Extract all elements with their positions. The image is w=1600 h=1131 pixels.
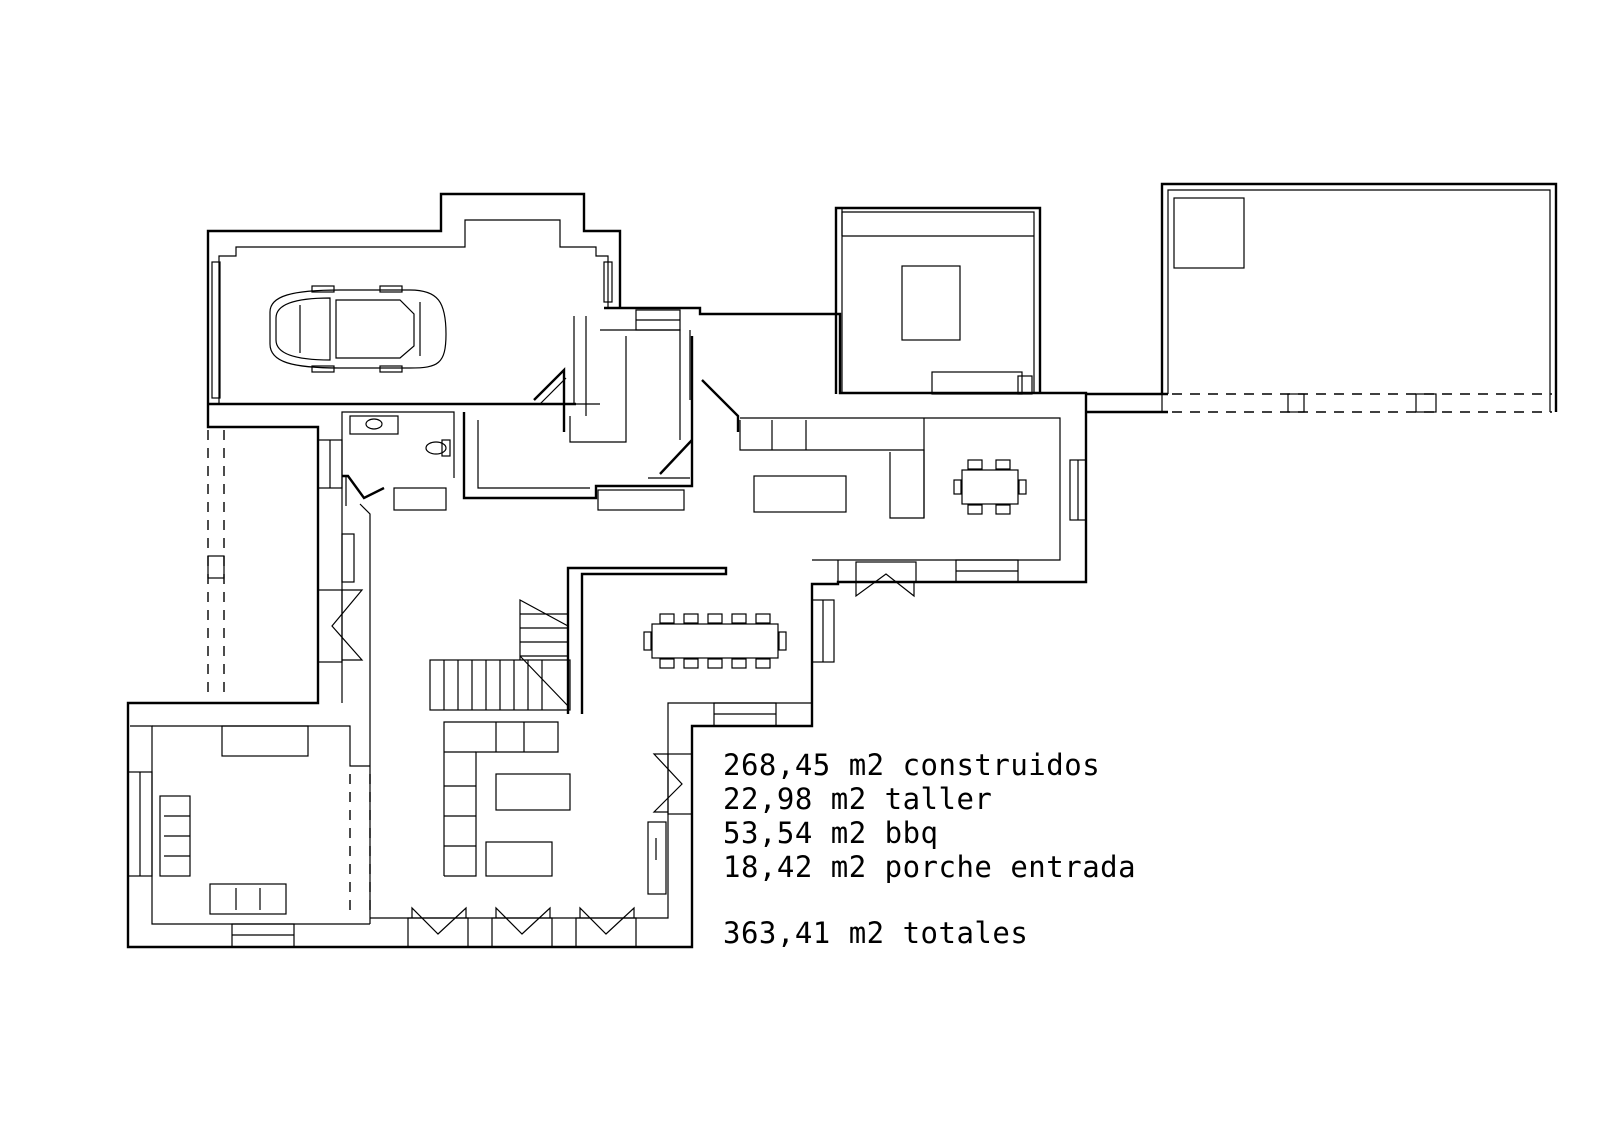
area-line-porche: 18,42 m2 porche entrada [723, 850, 1137, 884]
bbq-pavilion [1086, 182, 1558, 414]
utility-block [342, 336, 740, 511]
living-room [443, 721, 667, 895]
car-icon [269, 285, 447, 373]
doors [317, 561, 917, 948]
dining-table-large [643, 613, 787, 669]
dining-table-small [953, 459, 1027, 515]
kitchen [739, 418, 925, 519]
bathroom [349, 415, 451, 457]
lounge-room [159, 725, 309, 915]
entrance-porch [207, 430, 371, 914]
area-summary: 268,45 m2 construidos 22,98 m2 taller 53… [723, 748, 1136, 950]
windows [127, 309, 1087, 948]
area-total: 363,41 m2 totales [723, 916, 1029, 950]
area-line-construidos: 268,45 m2 construidos [723, 748, 1101, 782]
staircase [429, 566, 728, 714]
area-line-bbq: 53,54 m2 bbq [723, 816, 939, 850]
area-line-taller: 22,98 m2 taller [723, 782, 993, 816]
studio-room [834, 206, 1042, 395]
garage [206, 192, 622, 415]
